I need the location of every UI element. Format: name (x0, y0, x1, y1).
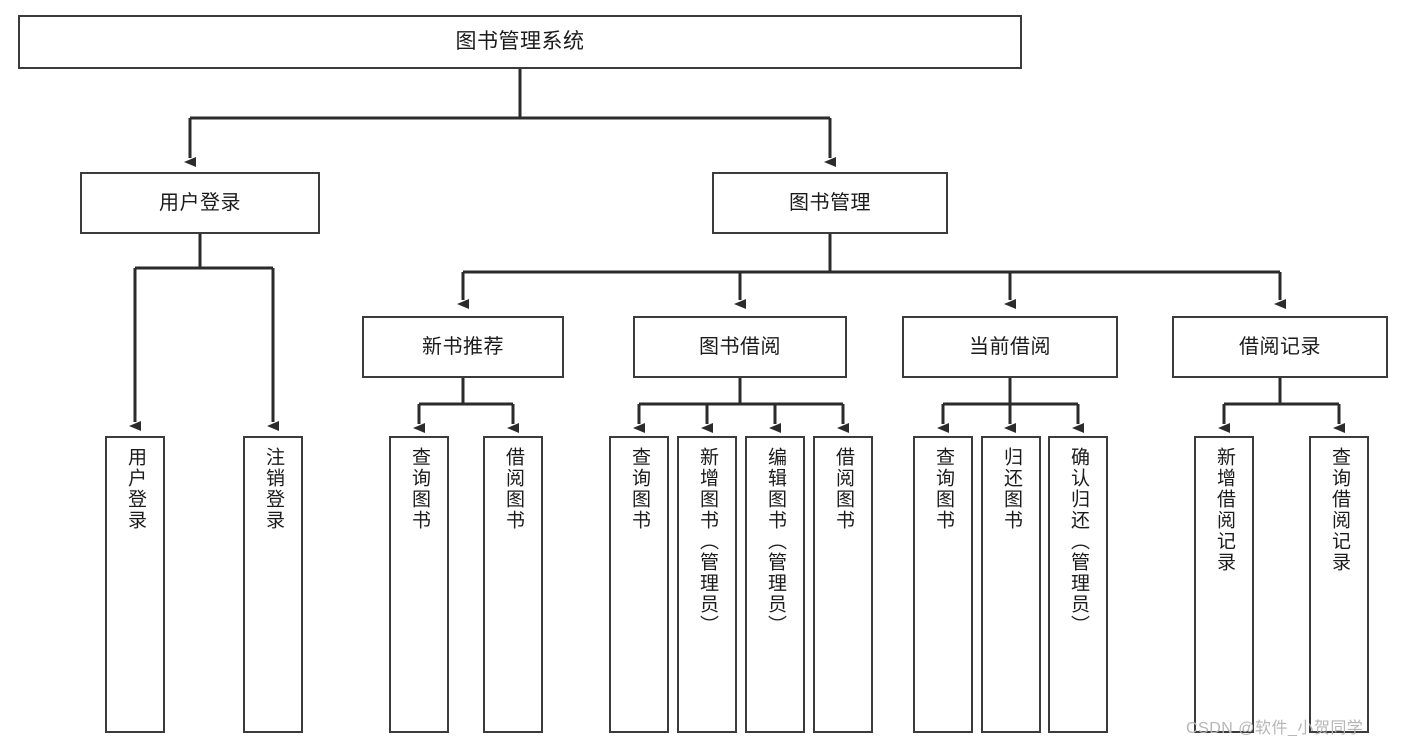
node-cb-return[interactable]: 归还图书 (981, 436, 1041, 733)
node-book-borrow-label: 图书借阅 (699, 336, 781, 358)
node-root[interactable]: 图书管理系统 (18, 15, 1022, 69)
node-current-borrow-label: 当前借阅 (969, 336, 1051, 358)
node-cb-query-label: 查询图书 (933, 447, 955, 531)
node-cb-query[interactable]: 查询图书 (913, 436, 973, 733)
node-book-borrow[interactable]: 图书借阅 (633, 316, 847, 378)
node-user-login-do[interactable]: 用户登录 (105, 436, 165, 733)
watermark: CSDN @软件_小贺同学 (1186, 720, 1364, 737)
node-user-logout[interactable]: 注销登录 (243, 436, 303, 733)
node-user-logout-label: 注销登录 (263, 447, 285, 531)
node-bb-add[interactable]: 新增图书（管理员） (677, 436, 737, 733)
node-user-login-label: 用户登录 (159, 192, 241, 214)
node-cb-return-label: 归还图书 (1001, 447, 1023, 531)
node-bb-edit[interactable]: 编辑图书（管理员） (745, 436, 805, 733)
node-book-management[interactable]: 图书管理 (712, 172, 948, 234)
node-user-login[interactable]: 用户登录 (80, 172, 320, 234)
node-root-label: 图书管理系统 (455, 30, 585, 54)
node-nbr-borrow[interactable]: 借阅图书 (483, 436, 543, 733)
node-bb-query-label: 查询图书 (629, 447, 651, 531)
node-user-login-do-label: 用户登录 (125, 447, 147, 531)
node-br-add-label: 新增借阅记录 (1214, 447, 1236, 573)
node-current-borrow[interactable]: 当前借阅 (902, 316, 1118, 378)
node-borrow-record-label: 借阅记录 (1239, 336, 1321, 358)
node-new-book-recommend[interactable]: 新书推荐 (362, 316, 564, 378)
node-bb-query[interactable]: 查询图书 (609, 436, 669, 733)
node-book-management-label: 图书管理 (789, 192, 871, 214)
node-br-query[interactable]: 查询借阅记录 (1309, 436, 1369, 733)
node-nbr-query-label: 查询图书 (409, 447, 431, 531)
node-nbr-borrow-label: 借阅图书 (503, 447, 525, 531)
node-bb-edit-label: 编辑图书（管理员） (765, 447, 787, 636)
node-cb-confirm-label: 确认归还（管理员） (1068, 447, 1090, 636)
node-nbr-query[interactable]: 查询图书 (389, 436, 449, 733)
node-br-query-label: 查询借阅记录 (1329, 447, 1351, 573)
node-br-add[interactable]: 新增借阅记录 (1194, 436, 1254, 733)
node-bb-borrow-label: 借阅图书 (833, 447, 855, 531)
node-borrow-record[interactable]: 借阅记录 (1172, 316, 1388, 378)
node-bb-borrow[interactable]: 借阅图书 (813, 436, 873, 733)
node-new-book-recommend-label: 新书推荐 (422, 336, 504, 358)
node-bb-add-label: 新增图书（管理员） (697, 447, 719, 636)
node-cb-confirm[interactable]: 确认归还（管理员） (1048, 436, 1108, 733)
